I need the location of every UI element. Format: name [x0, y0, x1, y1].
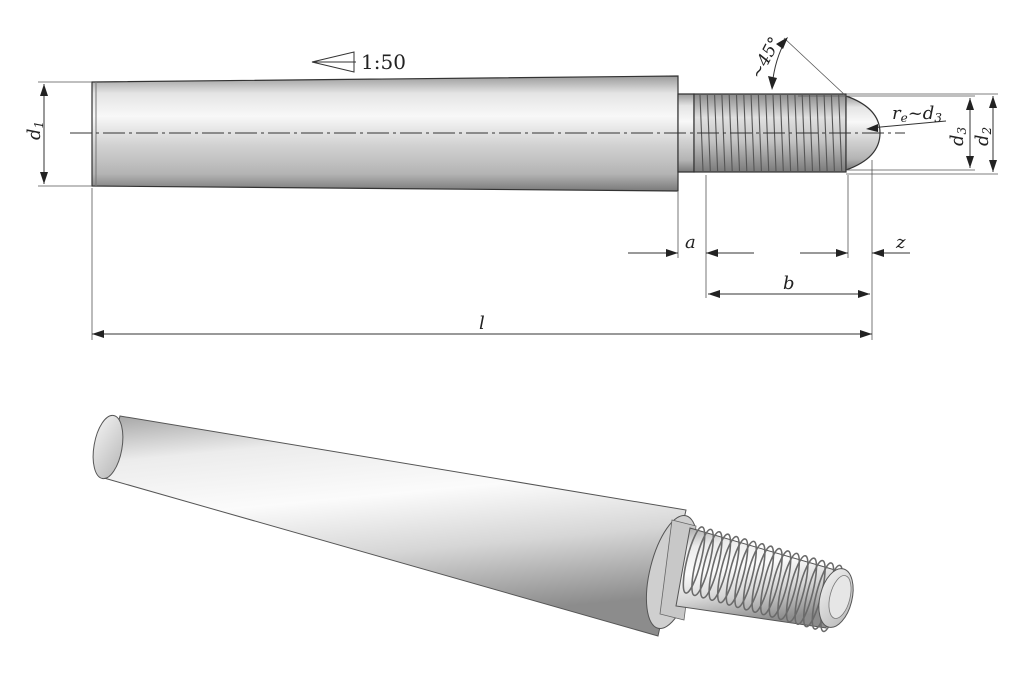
d3-subscript: 3: [955, 126, 969, 134]
iso-shaft-body: [103, 415, 687, 637]
thread-line: [816, 94, 821, 172]
dimension-d1: d1: [24, 81, 92, 187]
thread-line: [757, 94, 762, 172]
radius-r-subscript: e: [901, 111, 908, 125]
angle-label: ~45°: [747, 34, 785, 83]
taper-symbol: 1:50: [311, 50, 406, 74]
thread-line: [823, 94, 828, 172]
radius-rest-label: ~d: [908, 103, 935, 124]
dimension-d2: d2: [846, 93, 998, 175]
iso-thread-ring: [708, 533, 732, 602]
dimension-z: z: [800, 160, 910, 340]
dimension-d3: d3: [846, 95, 975, 171]
chamfer-angle-annotation: ~45°: [747, 34, 847, 97]
iso-thread-ring: [725, 538, 749, 606]
d2-subscript: 2: [980, 127, 994, 136]
svg-text:d3: d3: [947, 126, 969, 146]
iso-thread-ring: [742, 542, 766, 611]
iso-thread-ring: [751, 545, 775, 614]
z-label: z: [895, 232, 906, 253]
iso-thread-ring: [777, 552, 801, 621]
thread-line: [750, 94, 755, 172]
iso-thread-ring: [716, 535, 740, 604]
isometric-view: [92, 414, 854, 637]
l-label: l: [479, 313, 485, 334]
iso-thread-ring: [794, 557, 818, 626]
radius-r-label: r: [892, 103, 902, 124]
b-label: b: [783, 273, 795, 294]
d3-label: d: [947, 134, 968, 146]
d1-label: d: [24, 128, 45, 140]
iso-thread-ring: [785, 554, 809, 623]
radius-annotation: re~d3: [866, 103, 947, 132]
iso-thread-ring: [699, 530, 723, 599]
taper-ratio-label: 1:50: [361, 50, 406, 74]
svg-text:d2: d2: [972, 127, 994, 146]
tapered-shaft: [91, 75, 679, 192]
iso-thread-ring: [734, 540, 758, 609]
front-view: [70, 75, 905, 192]
iso-thread-ring: [759, 547, 783, 616]
d2-label: d: [972, 134, 993, 146]
d1-subscript: 1: [32, 121, 46, 129]
iso-thread-ring: [691, 528, 715, 597]
dimension-a: a: [628, 175, 754, 298]
dimension-l: l: [91, 188, 872, 340]
iso-end-face: [92, 414, 124, 480]
a-label: a: [685, 232, 696, 253]
iso-thread-ring: [682, 526, 706, 594]
iso-thread-ring: [768, 550, 792, 618]
svg-text:re~d3: re~d3: [892, 103, 942, 125]
dimension-b: b: [708, 273, 870, 298]
radius-rest-subscript: 3: [934, 111, 942, 125]
svg-text:d1: d1: [24, 121, 46, 140]
